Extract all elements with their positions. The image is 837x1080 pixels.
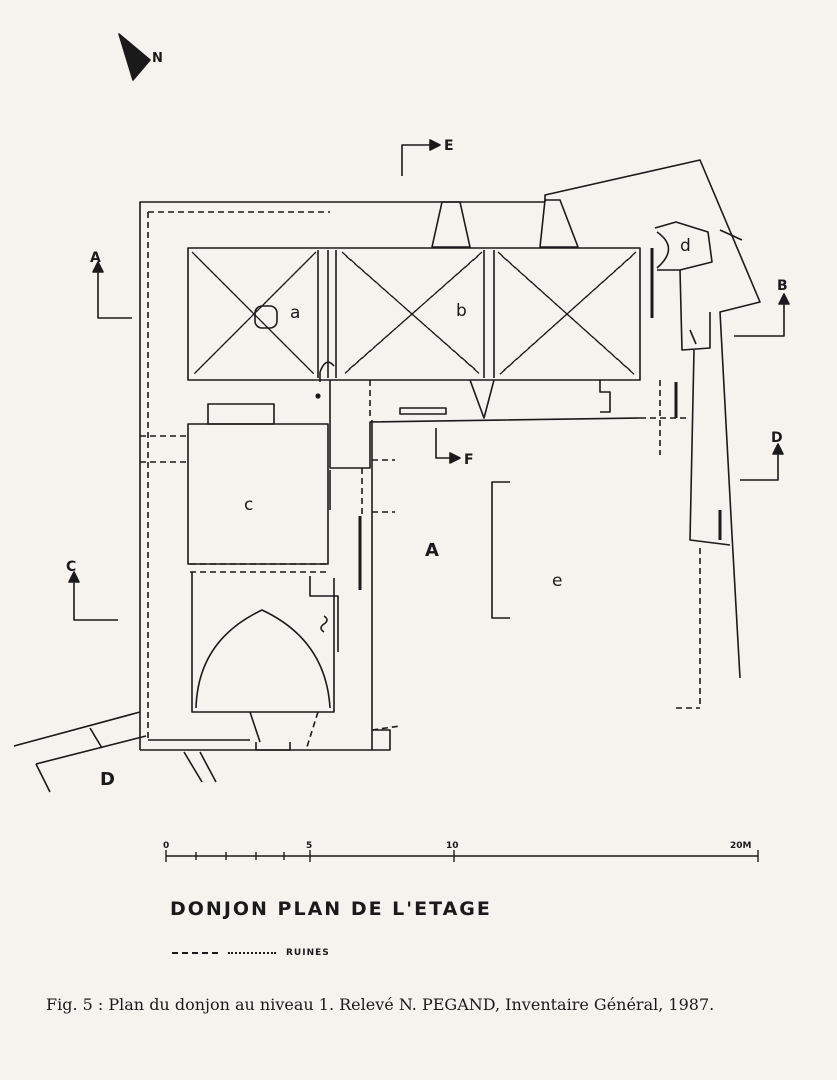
room-label-b: b	[456, 301, 467, 321]
section-marker-a	[92, 261, 132, 319]
section-label-d-right: D	[771, 430, 783, 446]
legend-ruins-label: RUINES	[286, 948, 330, 958]
north-label: N	[152, 51, 163, 66]
section-label-a: A	[90, 250, 101, 266]
buttress	[539, 199, 579, 248]
ne-tower-wall	[544, 159, 761, 679]
sw-wall	[13, 711, 141, 747]
legend-dotted-line	[228, 952, 276, 954]
section-label-f: F	[464, 452, 474, 468]
tower-room-d	[654, 221, 713, 271]
scale-label-0: 0	[163, 841, 169, 851]
courtyard-bracket	[491, 481, 510, 619]
figure-caption: Fig. 5 : Plan du donjon au niveau 1. Rel…	[46, 995, 715, 1014]
room-label-c: c	[244, 495, 253, 515]
legend-dash-line	[172, 952, 218, 954]
scale-bar	[165, 850, 759, 862]
outer-wall	[139, 201, 545, 750]
section-marker-d	[740, 443, 784, 481]
legend: RUINES	[172, 948, 330, 958]
room-label-e: e	[552, 571, 562, 591]
stair-well	[254, 305, 278, 329]
pointed-vault	[195, 609, 331, 709]
section-marker-e	[401, 139, 441, 176]
north-arrow-icon	[118, 33, 151, 81]
buttress	[431, 201, 471, 248]
courtyard-label: A	[425, 540, 439, 561]
section-label-d-bottom: D	[100, 769, 115, 790]
section-marker-b	[734, 293, 790, 337]
room-c	[187, 423, 329, 565]
section-label-b: B	[777, 278, 788, 294]
section-marker-f	[435, 428, 461, 464]
scale-label-5: 5	[306, 841, 312, 851]
room-label-d: d	[680, 236, 691, 256]
vaulted-hall	[187, 247, 641, 381]
section-label-c: C	[66, 559, 76, 575]
plan-title: DONJON PLAN DE L'ETAGE	[170, 898, 492, 920]
floor-plan: N A B C D E F D a b c d e A 0 5 10 20M	[13, 33, 790, 862]
section-label-e: E	[444, 138, 454, 154]
section-marker-c	[68, 571, 118, 621]
room-label-a: a	[290, 303, 300, 323]
scale-label-20: 20M	[730, 841, 752, 851]
scale-label-10: 10	[446, 841, 459, 851]
